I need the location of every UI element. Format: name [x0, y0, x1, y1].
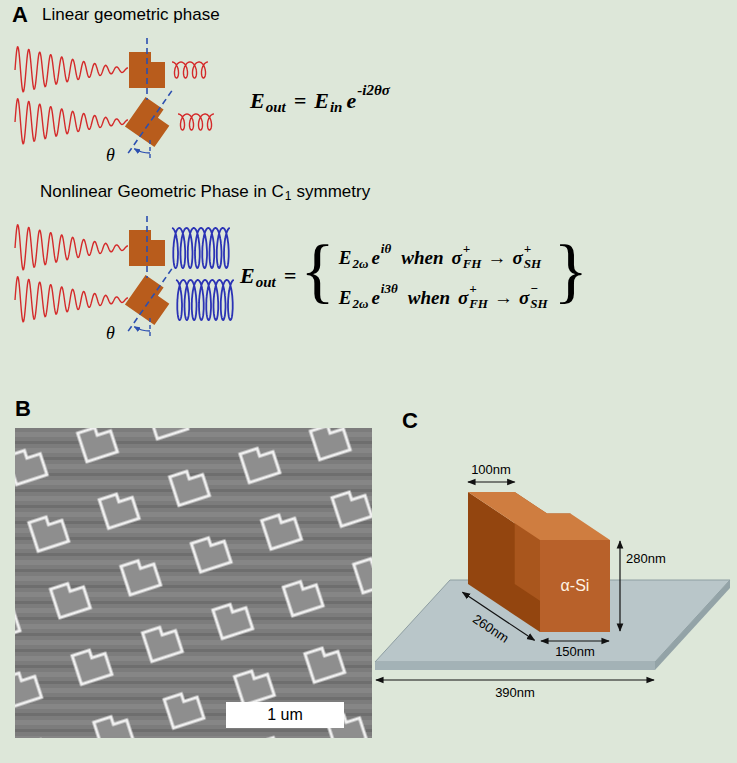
block-top	[468, 492, 610, 540]
panel-letter: B	[15, 398, 31, 420]
nonlinear-illustration	[15, 216, 234, 336]
equation-term: FH	[463, 257, 482, 270]
equation-term: e	[346, 90, 356, 112]
sem-ground	[15, 428, 372, 738]
axis-line	[146, 38, 148, 100]
dimension-label: 390nm	[495, 686, 535, 699]
equation-term: =	[294, 90, 307, 112]
equation-term: e	[371, 288, 379, 307]
equation-term: →	[488, 248, 507, 267]
input-wave	[15, 277, 128, 322]
angle-arc	[134, 149, 150, 153]
equation-term: in	[330, 100, 343, 115]
equation-term: }	[554, 234, 589, 306]
panel-heading: 1	[285, 190, 292, 202]
angle-symbol: θ	[106, 324, 115, 342]
sem-image	[15, 428, 372, 738]
equation-term: when	[401, 248, 443, 267]
equation-term: σ	[458, 288, 468, 307]
equation-term: +	[524, 242, 531, 255]
equation-term: σ	[513, 248, 523, 267]
panel-letter: C	[402, 410, 418, 432]
equation-term: FH	[469, 297, 488, 310]
node-text: α-Si	[561, 577, 590, 595]
substrate-side	[655, 580, 730, 670]
equation-term: SH	[530, 297, 547, 310]
input-wave	[15, 47, 128, 92]
dimension-arrow	[468, 481, 515, 482]
equation-term: E	[250, 90, 265, 112]
angle-arc	[134, 327, 150, 331]
axis-line	[146, 216, 148, 278]
panel-heading: symmetry	[296, 183, 370, 200]
equation-term: SH	[524, 257, 541, 270]
dimension-label: 100nm	[471, 463, 511, 476]
scale-bar: 1 um	[226, 702, 344, 728]
equation-term: +	[463, 242, 470, 255]
axis-line	[149, 140, 150, 158]
equation-term: out	[256, 275, 276, 290]
equation-term: i3θ	[381, 282, 398, 295]
equation-term: when	[408, 288, 450, 307]
dimension-arrow	[541, 640, 609, 641]
equation-term: σ	[519, 288, 529, 307]
output-coil	[172, 228, 230, 268]
angle-symbol: θ	[106, 146, 115, 164]
equation-term: out	[266, 100, 286, 115]
sem-pillars	[15, 428, 372, 738]
equation-term: E	[339, 288, 352, 307]
dimension-label: 280nm	[626, 552, 666, 565]
equation-term: =	[284, 265, 297, 287]
output-coil	[178, 114, 214, 130]
panel-letter: A	[12, 4, 28, 26]
input-wave	[15, 99, 128, 144]
equation-term: E	[339, 248, 352, 267]
meta-atom	[125, 97, 175, 147]
equation-term: E	[240, 265, 255, 287]
equation-term: 2ω	[353, 297, 369, 310]
equation-term: {	[300, 234, 335, 306]
equation-term: E	[314, 90, 329, 112]
linear-illustration	[15, 38, 214, 158]
meta-atom	[125, 275, 175, 325]
output-coil	[172, 62, 208, 78]
substrate-front	[375, 662, 655, 670]
axis-line	[127, 91, 172, 155]
block-front-face: α-Si	[540, 540, 610, 632]
equation-term: −	[530, 282, 538, 295]
panel-heading: Linear geometric phase	[42, 6, 220, 23]
input-wave	[15, 225, 128, 270]
equation-term: iθ	[381, 242, 391, 255]
panel-heading: Nonlinear Geometric Phase in C	[40, 183, 284, 200]
equation-term: +	[469, 282, 476, 295]
axis-line	[127, 269, 172, 333]
dimension-arrow	[376, 679, 654, 680]
dimension-label: 150nm	[555, 645, 595, 658]
equation-term: e	[371, 248, 379, 267]
equation-term: 2ω	[353, 257, 369, 270]
dimension-arrow	[619, 541, 620, 631]
output-coil	[176, 280, 234, 320]
equation-term: -i2θσ	[357, 83, 390, 98]
equation-term: σ	[451, 248, 461, 267]
equation-term: →	[494, 288, 513, 307]
node-text: 1 um	[267, 706, 303, 724]
axis-line	[149, 318, 150, 336]
